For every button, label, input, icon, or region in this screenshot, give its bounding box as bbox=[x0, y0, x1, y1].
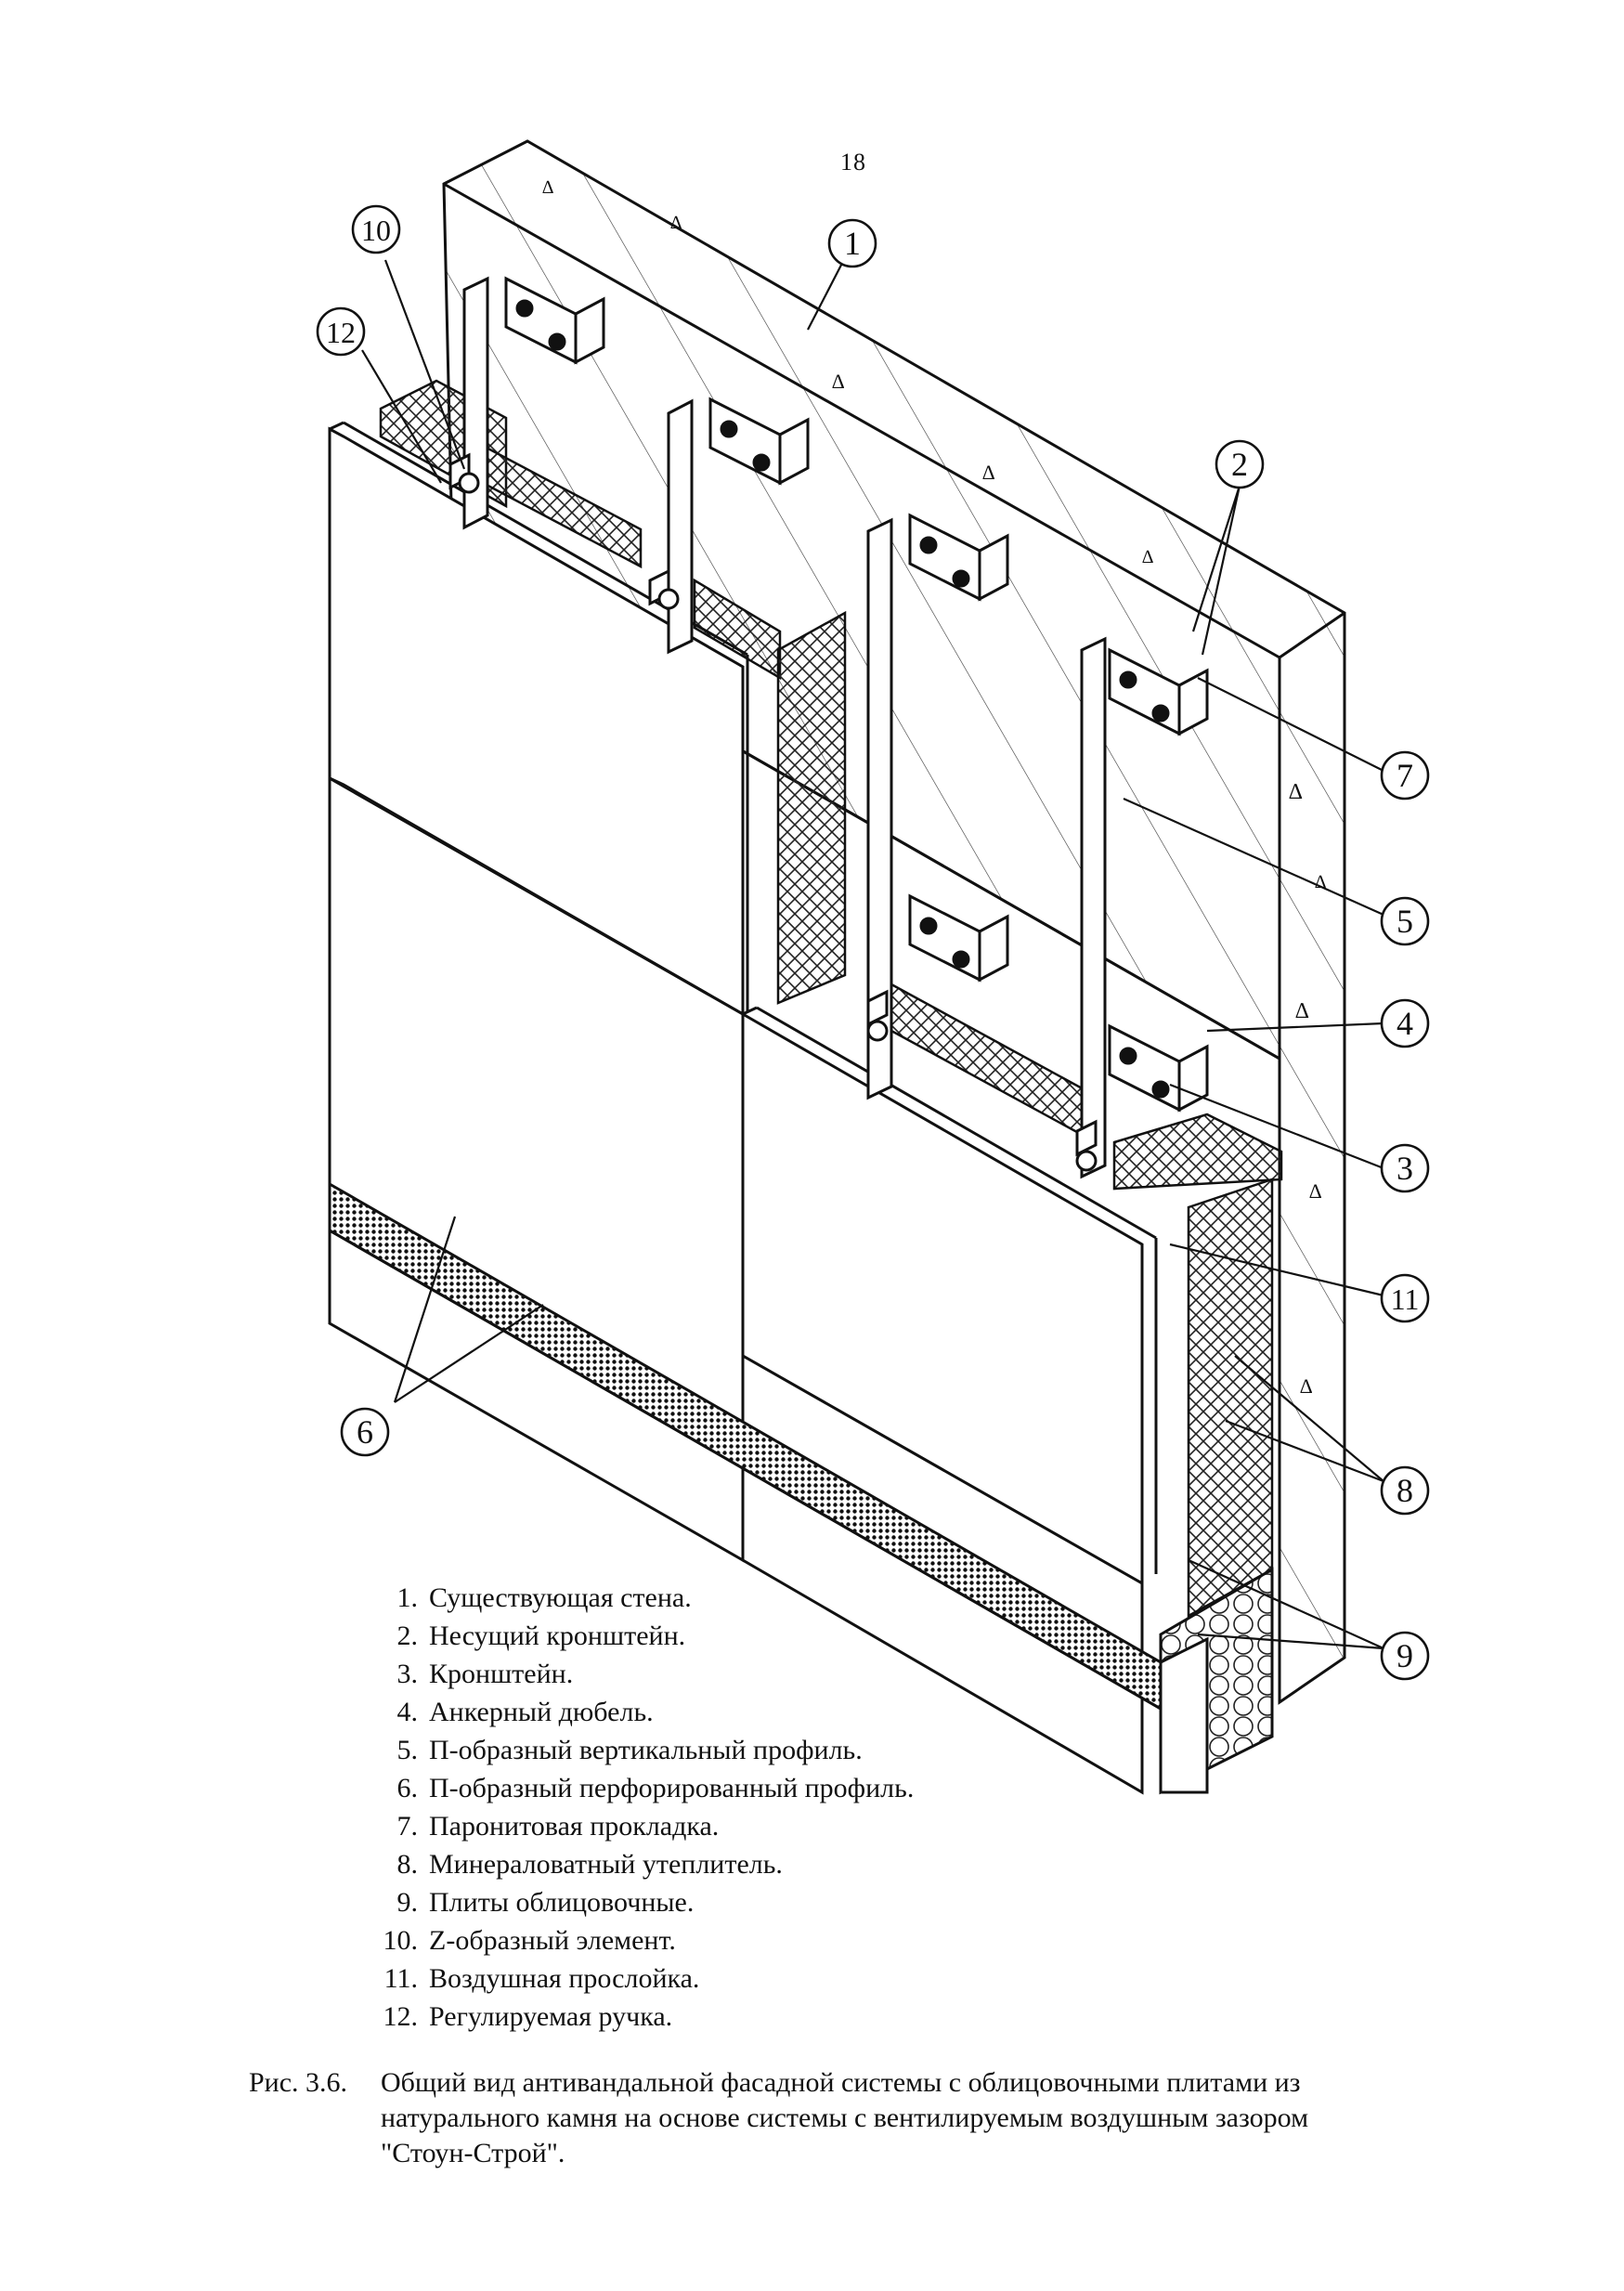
svg-text:∆: ∆ bbox=[1300, 1374, 1312, 1398]
svg-text:4: 4 bbox=[1397, 1005, 1413, 1042]
svg-text:3: 3 bbox=[1397, 1150, 1413, 1187]
legend-item: 8.Минераловатный утеплитель. bbox=[396, 1849, 783, 1880]
legend-item: 9.Плиты облицовочные. bbox=[396, 1887, 695, 1918]
svg-text:5: 5 bbox=[1397, 903, 1413, 940]
svg-text:9: 9 bbox=[1397, 1637, 1413, 1674]
z-elements bbox=[448, 452, 1098, 1172]
svg-text:∆: ∆ bbox=[1295, 999, 1309, 1023]
caption-text: Общий вид антивандальной фасадной систем… bbox=[381, 2067, 1309, 2168]
bracket-1 bbox=[504, 276, 605, 365]
legend-item: 4.Анкерный дюбель. bbox=[396, 1697, 654, 1727]
legend-item: 11.Воздушная прослойка. bbox=[383, 1963, 700, 1994]
bracket-2 bbox=[708, 397, 810, 486]
callout-8: 8 bbox=[1380, 1465, 1430, 1516]
svg-text:6: 6 bbox=[357, 1413, 373, 1451]
callout-1: 1 bbox=[827, 218, 877, 268]
callout-4: 4 bbox=[1380, 998, 1430, 1048]
brackets bbox=[504, 276, 1209, 1113]
bracket-3 bbox=[908, 513, 1009, 602]
svg-text:∆: ∆ bbox=[670, 213, 682, 233]
callout-6: 6 bbox=[340, 1407, 390, 1457]
callout-10: 10 bbox=[351, 204, 401, 254]
svg-text:∆: ∆ bbox=[542, 177, 553, 198]
vertical-profiles bbox=[462, 276, 1107, 1179]
bracket-6 bbox=[1108, 1023, 1209, 1113]
svg-text:12: 12 bbox=[326, 316, 356, 349]
bracket-5 bbox=[908, 893, 1009, 983]
svg-text:1: 1 bbox=[844, 225, 861, 262]
callout-9: 9 bbox=[1380, 1631, 1430, 1681]
figure-caption: Рис. 3.6. Общий вид антивандальной фасад… bbox=[249, 2065, 1391, 2171]
svg-text:10: 10 bbox=[361, 214, 391, 247]
legend-item: 2.Несущий кронштейн. bbox=[396, 1621, 686, 1651]
page-number: 18 bbox=[840, 149, 866, 176]
legend-item: 6.П-образный перфорированный профиль. bbox=[396, 1773, 915, 1803]
svg-text:∆: ∆ bbox=[982, 461, 994, 484]
callouts: 1 2 3 4 5 6 7 8 9 10 11 12 bbox=[316, 204, 1430, 1681]
callout-12: 12 bbox=[316, 306, 366, 357]
callout-7: 7 bbox=[1380, 750, 1430, 801]
callout-3: 3 bbox=[1380, 1143, 1430, 1193]
bracket-4 bbox=[1108, 647, 1209, 736]
svg-text:8: 8 bbox=[1397, 1472, 1413, 1509]
svg-text:7: 7 bbox=[1397, 757, 1413, 794]
legend-item: 7.Паронитовая прокладка. bbox=[396, 1811, 720, 1842]
svg-text:∆: ∆ bbox=[1142, 547, 1153, 567]
callout-2: 2 bbox=[1215, 439, 1265, 489]
legend-item: 1.Существующая стена. bbox=[396, 1582, 692, 1613]
legend-item: 10.Z-образный элемент. bbox=[383, 1925, 676, 1956]
facade-system-diagram: ∆ ∆ ∆ ∆ ∆ ∆ ∆ ∆ ∆ ∆ bbox=[316, 139, 1430, 1795]
legend-item: 5.П-образный вертикальный профиль. bbox=[396, 1735, 863, 1765]
callout-5: 5 bbox=[1380, 896, 1430, 946]
callout-11: 11 bbox=[1380, 1273, 1430, 1323]
svg-text:∆: ∆ bbox=[832, 370, 844, 393]
caption-label: Рис. 3.6. bbox=[249, 2067, 348, 2098]
cladding-panels bbox=[328, 421, 1274, 1795]
svg-text:∆: ∆ bbox=[1309, 1179, 1321, 1203]
svg-text:2: 2 bbox=[1231, 446, 1248, 483]
legend-item: 3.Кронштейн. bbox=[396, 1659, 574, 1689]
legend-item: 12.Регулируемая ручка. bbox=[383, 2001, 673, 2032]
svg-text:11: 11 bbox=[1391, 1282, 1420, 1316]
svg-text:∆: ∆ bbox=[1289, 780, 1303, 804]
legend: 1.Существующая стена. 2.Несущий кронштей… bbox=[351, 1579, 1372, 2036]
